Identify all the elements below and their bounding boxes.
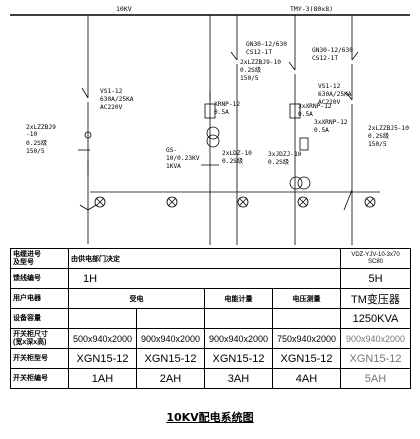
row-header: 开关柜型号 [10, 348, 69, 369]
table-cell: 900x940x2000 [340, 328, 411, 349]
table-row: 开关柜尺寸(宽x深x高) 500x940x2000 900x940x2000 9… [10, 328, 411, 349]
row-header: 开关柜编号 [10, 368, 69, 389]
table-cell: 5AH [340, 368, 411, 389]
table-cell: 900x940x2000 [204, 328, 273, 349]
table-cell: 2AH [136, 368, 205, 389]
table-cell: XGN15-12 [272, 348, 341, 369]
table-row: 用户电器 受电 电能计量 电压测量 TM变压器 [10, 288, 411, 309]
p4-switch-2: CS12-1T [246, 49, 272, 56]
panel-5-transformer: GN30-12/630 CS12-1T VS1-12 630A/25KA AC2… [312, 15, 409, 245]
table-cell [204, 308, 273, 329]
row-header: 馈线编号 [10, 268, 69, 289]
table-cell: 电能计量 [204, 288, 273, 309]
table-cell: 5H [340, 268, 411, 289]
p5-ct-3: 150/5 [368, 141, 387, 148]
table-cell: 电压测量 [272, 288, 341, 309]
table-cell [136, 308, 205, 329]
table-cell: 4AH [272, 368, 341, 389]
bus-label-right: TMY-3(80x8) [290, 5, 333, 13]
table-cell: 900x940x2000 [136, 328, 205, 349]
table-cell: 750x940x2000 [272, 328, 341, 349]
p4-ct-2: 0.2S级 [240, 66, 261, 74]
table-row: 馈线编号 1H 5H [10, 268, 411, 289]
p5-switch-2: CS12-1T [312, 55, 338, 62]
table-cell: XGN15-12 [68, 348, 137, 369]
table-cell: 1250KVA [340, 308, 411, 329]
p2-fuse-2: 0.5A [214, 109, 229, 116]
p5-breaker-1: VS1-12 [318, 83, 341, 90]
table-row: 开关柜编号 1AH 2AH 3AH 4AH 5AH [10, 368, 411, 389]
row-header: 用户电器 [10, 288, 69, 309]
row-header: 设备容量 [10, 308, 69, 329]
panel-1-incoming: VS1-12 630A/25KA AC220V 2xLZZBJ9 -10 0.2… [26, 15, 134, 244]
table-cell: XGN15-12 [340, 348, 411, 369]
p4-ct-3: 150/5 [240, 75, 259, 82]
p4-ct-1: 2xLZZBJ9-10 [240, 59, 281, 66]
bus-label-left: 10KV [116, 5, 132, 13]
table-cell: TM变压器 [340, 288, 411, 309]
table-row: 开关柜型号 XGN15-12 XGN15-12 XGN15-12 XGN15-1… [10, 348, 411, 369]
p5-breaker-3: AC220V [318, 99, 341, 106]
table-cell: XGN15-12 [136, 348, 205, 369]
p3-vt-2: 0.2S级 [268, 158, 289, 166]
p3-fuse2-1: 3xXRNP-12 [314, 119, 348, 126]
p1-ct-3: 0.2S级 [26, 139, 47, 147]
diagram-caption: 10KV配电系统图 [166, 411, 254, 424]
p1-ct-2: -10 [26, 131, 37, 138]
p5-ct-1: 2xLZZBJ5-10 [368, 125, 409, 132]
p1-breaker-2: 630A/25KA [100, 96, 134, 103]
p1-ct-4: 150/5 [26, 148, 45, 155]
single-line-diagram: 10KV TMY-3(80x8) VS1-12 630A/25KA AC220V… [10, 5, 410, 245]
row-header: 电缆进号及型号 [10, 248, 69, 269]
table-cell: 1AH [68, 368, 137, 389]
table-cell: 受电 [68, 288, 205, 309]
p1-breaker-1: VS1-12 [100, 88, 123, 95]
p2-vt-2: 10/0.23KV [166, 155, 200, 162]
table-cell: XGN15-12 [204, 348, 273, 369]
p5-ct-2: 0.2S级 [368, 132, 389, 140]
panel-2-metering: XRNP-12 0.5A GS- 10/0.23KV 1KVA 2xLDZ-10… [166, 15, 252, 245]
p2-vt-1: GS- [166, 147, 177, 154]
table-cell: 500x940x2000 [68, 328, 137, 349]
p5-switch-1: GN30-12/630 [312, 47, 353, 54]
p1-breaker-3: AC220V [100, 104, 123, 111]
p2-vt-3: 1KVA [166, 163, 181, 170]
indicator-row [90, 191, 380, 208]
p5-breaker-2: 630A/25KA [318, 91, 352, 98]
table-cell: 1H [68, 268, 341, 289]
p3-fuse-2: 0.5A [298, 111, 313, 118]
p3-fuse2-2: 0.5A [314, 127, 329, 134]
table-cell [272, 308, 341, 329]
p3-fuse-1: 3xXRNP-12 [298, 103, 332, 110]
p3-vt-1: 3xJDZJ-10 [268, 151, 302, 158]
table-cell [68, 308, 137, 329]
p4-switch-1: GN30-12/630 [246, 41, 287, 48]
panel-4: GN30-12/630 CS12-1T 2xLZZBJ9-10 0.2S级 15… [230, 15, 287, 245]
p2-ct-2: 0.2S级 [222, 157, 243, 165]
table-row: 设备容量 1250KVA [10, 308, 411, 329]
panel-3-voltage: 3xXRNP-12 0.5A 3xXRNP-12 0.5A 3xJDZJ-10 … [268, 15, 348, 245]
p2-fuse-1: XRNP-12 [214, 101, 240, 108]
table-cell: 由供电部门决定 [68, 248, 341, 269]
table-cell: 3AH [204, 368, 273, 389]
row-header: 开关柜尺寸(宽x深x高) [10, 328, 69, 349]
p1-ct-1: 2xLZZBJ9 [26, 124, 56, 131]
